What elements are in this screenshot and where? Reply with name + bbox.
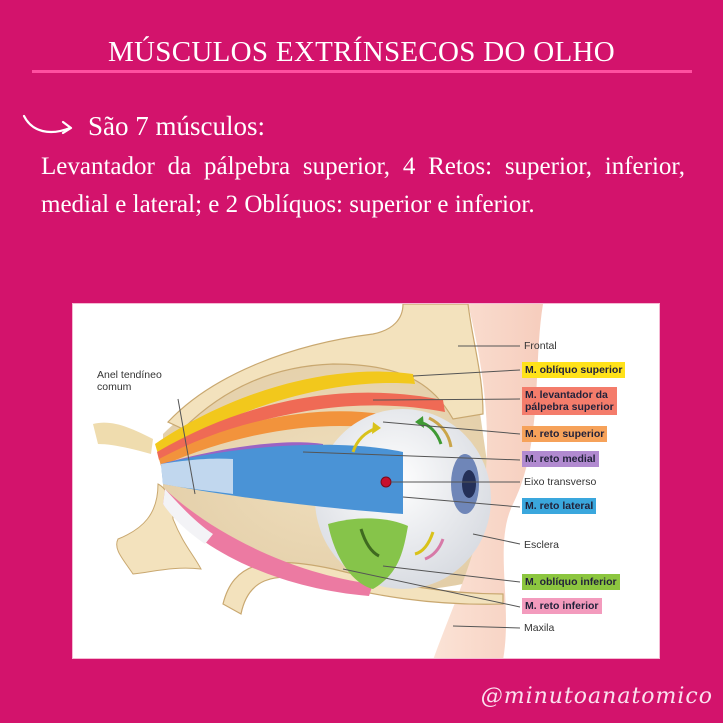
label-levantador: M. levantador da pálpebra superior <box>522 387 617 415</box>
subheading-row: São 7 músculos: <box>20 110 265 142</box>
label-levantador-line2: pálpebra superior <box>525 401 614 413</box>
curved-arrow-icon <box>20 110 78 142</box>
eye-muscles-diagram: Anel tendíneo comum Frontal M. oblíquo s… <box>72 303 660 659</box>
muscle-list-paragraph: Levantador da pálpebra superior, 4 Retos… <box>41 153 685 218</box>
instagram-handle: @minutoanatomico <box>480 684 713 709</box>
label-frontal: Frontal <box>524 340 557 352</box>
label-esclera: Esclera <box>524 539 560 551</box>
eye-anatomy-illustration <box>93 304 543 658</box>
label-eixo-transverso: Eixo transverso <box>524 476 597 488</box>
label-obliquo-inferior: M. oblíquo inferior <box>522 574 620 590</box>
page-title: MÚSCULOS EXTRÍNSECOS DO OLHO <box>107 36 616 68</box>
anel-tendineo-label: Anel tendíneo comum <box>97 369 162 393</box>
label-reto-lateral: M. reto lateral <box>522 498 597 514</box>
label-reto-inferior: M. reto inferior <box>522 598 602 614</box>
label-maxila: Maxila <box>524 622 555 634</box>
label-obliquo-superior: M. oblíquo superior <box>522 362 626 378</box>
subheading: São 7 músculos: <box>88 110 266 141</box>
label-reto-superior: M. reto superior <box>522 426 608 442</box>
title-underline <box>32 70 692 73</box>
label-levantador-line1: M. levantador da <box>525 389 608 401</box>
label-reto-medial: M. reto medial <box>522 451 599 467</box>
